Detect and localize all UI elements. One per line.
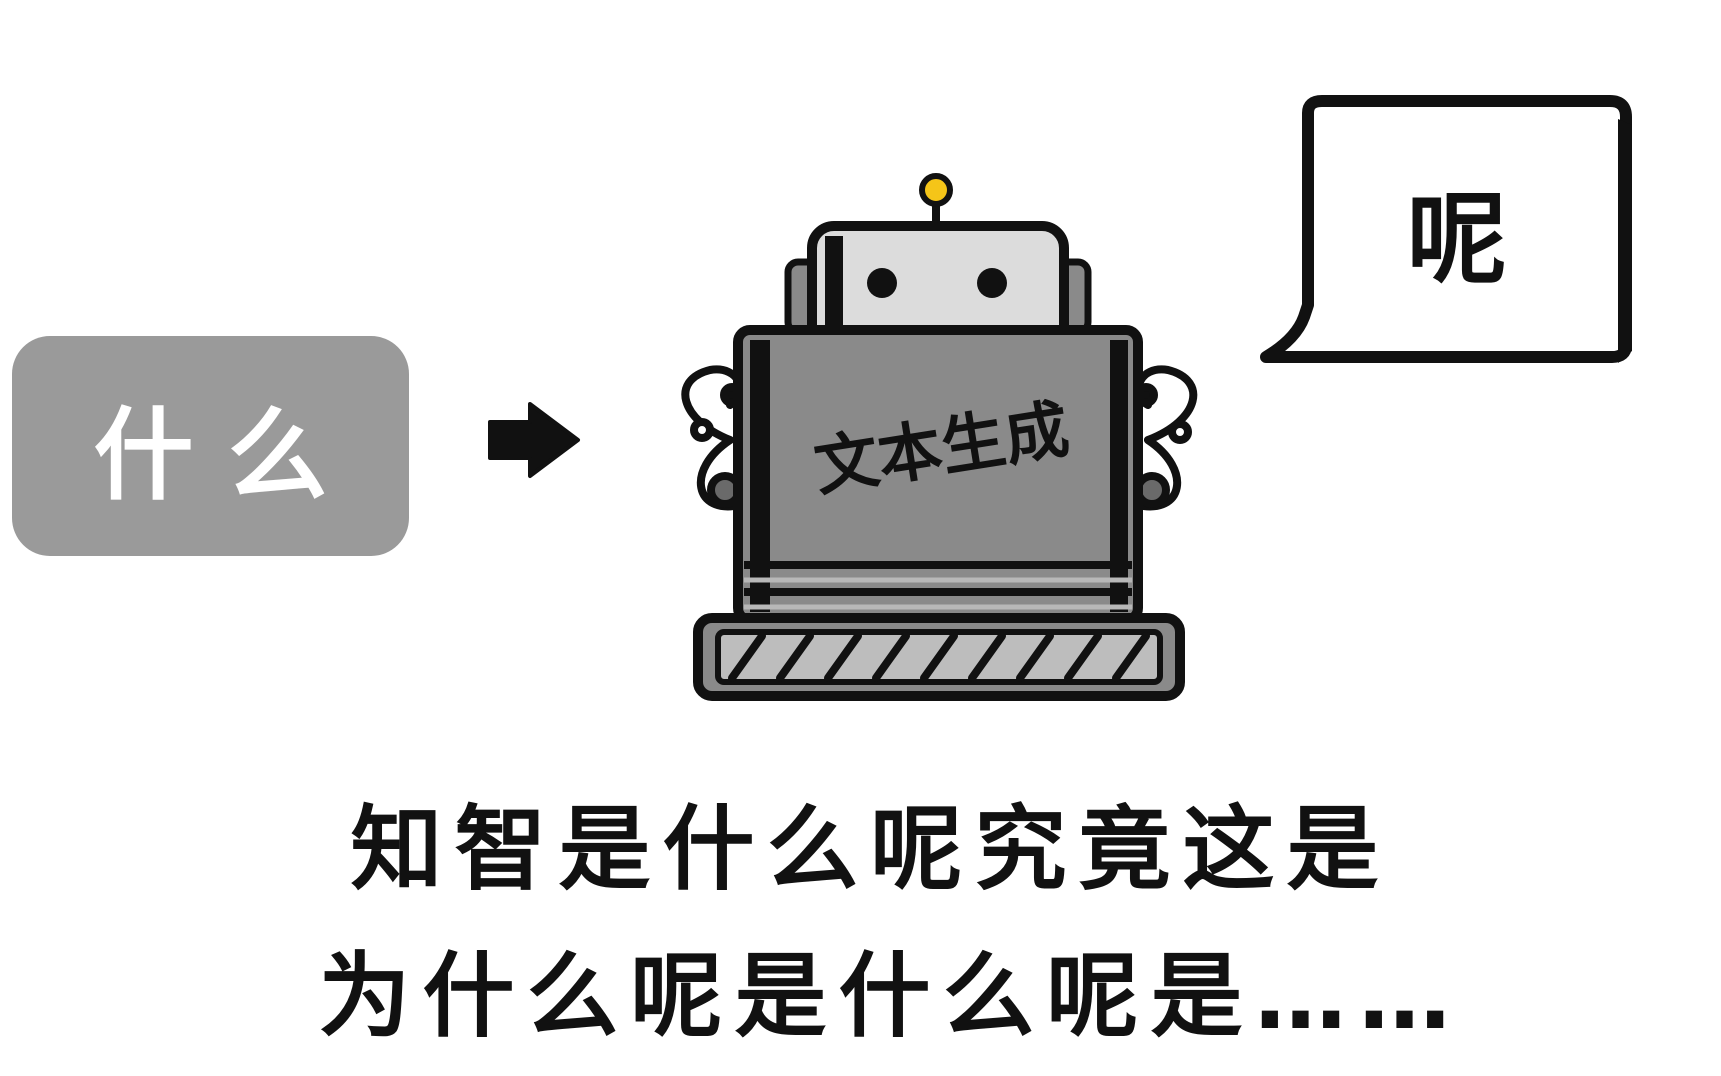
robot-arm-right (1134, 365, 1198, 511)
robot-eye-right (977, 268, 1007, 298)
robot-arm-left (681, 365, 745, 511)
robot-antenna-bulb (919, 173, 953, 207)
input-word-text: 什么 (93, 396, 362, 514)
robot-base-hatching (728, 632, 1150, 682)
right-arrow-icon (488, 402, 580, 478)
robot-eye-left (867, 268, 897, 298)
robot-illustration: 文本生成 (681, 173, 1198, 701)
caption-line-2: 为什么呢是什么呢是…… (318, 943, 1463, 1050)
speech-bubble (1260, 95, 1632, 363)
speech-bubble-text: 呢 (1407, 180, 1507, 298)
input-word-box: 什么 (12, 336, 409, 556)
caption-line-1: 知智是什么呢究竟这是 (350, 796, 1391, 903)
